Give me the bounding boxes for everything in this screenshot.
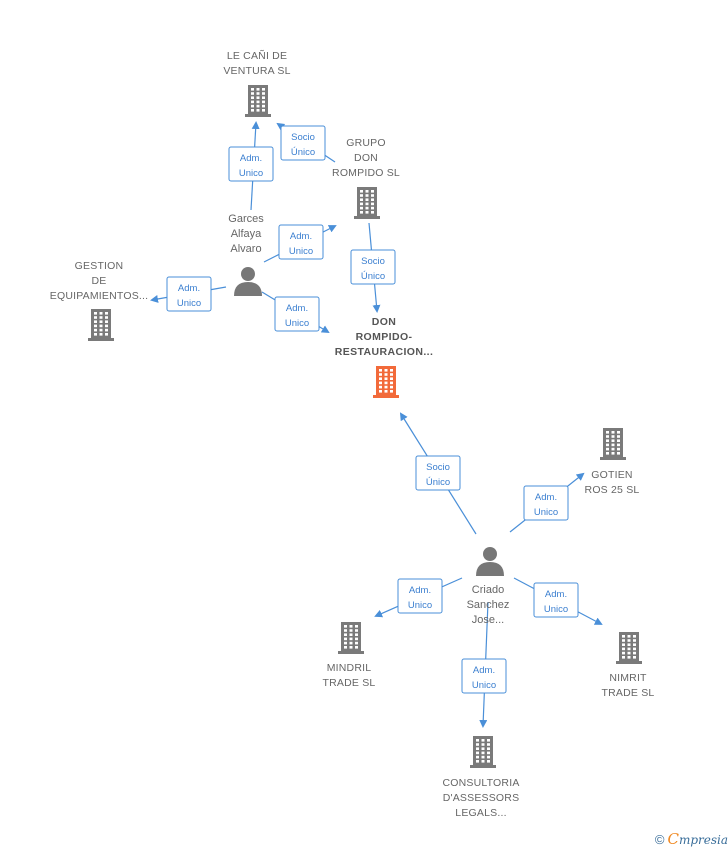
- relation-label-line: Adm.: [409, 585, 431, 596]
- building-icon[interactable]: [470, 736, 496, 768]
- relation-label-line: Socio: [291, 132, 315, 143]
- node-label-line: ROMPIDO-: [356, 331, 413, 343]
- node-label-line: TRADE SL: [602, 687, 655, 699]
- relation-label-line: Unico: [177, 298, 201, 309]
- node-label-line: LEGALS...: [455, 807, 506, 819]
- building-icon[interactable]: [354, 187, 380, 219]
- node-criado[interactable]: CriadoSanchezJose...: [467, 547, 510, 626]
- relation-label-line: Adm.: [473, 665, 495, 676]
- node-grupo-don-rompido[interactable]: GRUPO DON ROMPIDO SL: [332, 137, 400, 219]
- relation-badge-criado-consultoria[interactable]: Adm. Unico: [461, 658, 507, 694]
- relation-label-line: Unico: [408, 600, 432, 611]
- node-label-line: DE: [92, 275, 107, 287]
- node-label-line: ROMPIDO SL: [332, 167, 400, 179]
- node-label-line: NIMRIT: [609, 672, 647, 684]
- person-icon[interactable]: [476, 547, 504, 576]
- relation-badge-garces-grupo[interactable]: Adm. Unico: [278, 224, 324, 260]
- relation-label-line: Unico: [544, 604, 568, 615]
- relation-label-line: Adm.: [286, 303, 308, 314]
- building-icon[interactable]: [616, 632, 642, 664]
- footer-brand: ©Cmpresia: [655, 830, 728, 848]
- relation-badge-criado-mindril[interactable]: Adm. Unico: [397, 578, 443, 614]
- node-label-line: TRADE SL: [323, 677, 376, 689]
- relation-label-line: Unico: [289, 246, 313, 257]
- building-icon[interactable]: [245, 85, 271, 117]
- node-label-line: GESTION: [75, 260, 124, 272]
- node-label-line: MINDRIL: [327, 662, 372, 674]
- node-label-line: Alfaya: [231, 228, 262, 240]
- node-label-line: EQUIPAMIENTOS...: [50, 290, 149, 302]
- relation-label-line: Socio: [426, 462, 450, 473]
- relation-label-line: Único: [426, 477, 450, 488]
- node-label-line: ROS 25 SL: [585, 484, 640, 496]
- relation-label-line: Adm.: [535, 492, 557, 503]
- relation-badge-garces-donrompido[interactable]: Adm. Unico: [274, 296, 320, 332]
- node-nimrit[interactable]: NIMRIT TRADE SL: [602, 632, 655, 699]
- person-icon[interactable]: [234, 267, 262, 296]
- relation-label-line: Único: [361, 271, 385, 282]
- relation-badge-garces-lecani[interactable]: Adm. Unico: [228, 146, 274, 182]
- node-label-line: Alvaro: [230, 243, 261, 255]
- node-label-line: GOTIEN: [591, 469, 632, 481]
- relation-label-line: Unico: [239, 168, 263, 179]
- node-label-line: D'ASSESSORS: [443, 792, 520, 804]
- relation-badge-criado-nimrit[interactable]: Adm. Unico: [533, 582, 579, 618]
- node-le-cani[interactable]: LE CAÑI DE VENTURA SL: [223, 49, 290, 117]
- relation-label-line: Adm.: [290, 231, 312, 242]
- relation-label-line: Adm.: [240, 153, 262, 164]
- node-consultoria[interactable]: CONSULTORIA D'ASSESSORS LEGALS...: [442, 736, 519, 819]
- relation-label-line: Socio: [361, 256, 385, 267]
- node-label-line: DON: [372, 316, 397, 328]
- relation-label-line: Unico: [472, 680, 496, 691]
- building-icon[interactable]: [373, 366, 399, 398]
- node-don-rompido[interactable]: DON ROMPIDO- RESTAURACION...: [335, 316, 434, 398]
- building-icon[interactable]: [338, 622, 364, 654]
- relation-label-line: Unico: [534, 507, 558, 518]
- node-label-line: Garces: [228, 213, 264, 225]
- brand-name: mpresia: [678, 833, 728, 847]
- node-label-line: DON: [354, 152, 378, 164]
- node-label-line: Sanchez: [467, 599, 510, 611]
- node-label-line: LE CAÑI DE: [227, 49, 287, 62]
- node-label-line: Criado: [472, 584, 504, 596]
- node-label-line: GRUPO: [346, 137, 386, 149]
- building-icon[interactable]: [88, 309, 114, 341]
- building-icon[interactable]: [600, 428, 626, 460]
- node-label-line: CONSULTORIA: [442, 777, 519, 789]
- relation-label-line: Unico: [285, 318, 309, 329]
- relation-label-line: Adm.: [545, 589, 567, 600]
- relation-label-line: Único: [291, 147, 315, 158]
- relation-badge-garces-gestion[interactable]: Adm. Unico: [166, 276, 212, 312]
- brand-initial: C: [667, 830, 679, 848]
- node-label-line: Jose...: [472, 614, 504, 626]
- relation-label-line: Adm.: [178, 283, 200, 294]
- node-gotien[interactable]: GOTIEN ROS 25 SL: [585, 428, 640, 496]
- node-mindril[interactable]: MINDRIL TRADE SL: [323, 622, 376, 689]
- node-gestion[interactable]: GESTION DE EQUIPAMIENTOS...: [50, 260, 149, 341]
- node-label-line: VENTURA SL: [223, 65, 290, 77]
- relation-badge-criado-gotien[interactable]: Adm. Unico: [523, 485, 569, 521]
- node-label-line: RESTAURACION...: [335, 346, 434, 358]
- copyright-symbol: ©: [654, 832, 665, 847]
